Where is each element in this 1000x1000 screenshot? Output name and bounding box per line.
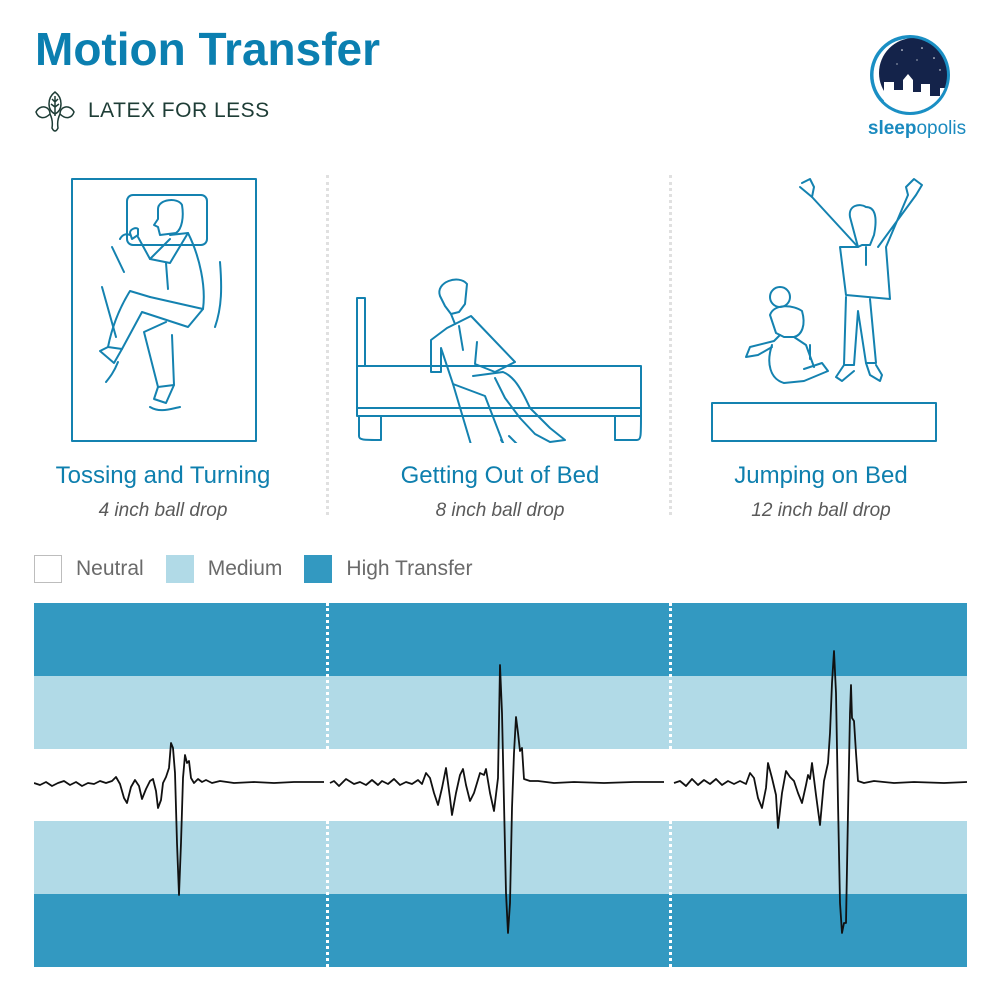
leaf-icon (35, 91, 75, 132)
motion-waveforms (34, 650, 967, 934)
moon-city-icon (870, 35, 950, 115)
scene-subtitle: 4 inch ball drop (98, 500, 228, 521)
scene-title: Jumping on Bed (734, 462, 908, 489)
chart-legend: Neutral Medium High Transfer (34, 555, 494, 583)
band-high-bottom (34, 894, 967, 967)
column-divider (669, 175, 672, 515)
brand-logo: LATEX FOR LESS (32, 88, 270, 134)
sleepopolis-wordmark: sleepopolis (867, 118, 967, 139)
chart-divider (669, 603, 672, 749)
scene-title: Getting Out of Bed (400, 462, 600, 489)
waveform-jumping (673, 650, 967, 934)
legend-swatch-medium (165, 555, 194, 583)
scene-subtitle: 12 inch ball drop (751, 500, 891, 521)
chart-divider (669, 821, 672, 967)
person-sitting-on-bed-edge-icon (356, 278, 642, 443)
legend-label: High Transfer (346, 557, 473, 580)
scene-subtitle: 8 inch ball drop (435, 500, 565, 521)
band-medium-bottom (34, 821, 967, 894)
legend-swatch-high (304, 555, 333, 583)
motion-transfer-chart (34, 603, 967, 967)
brand-name: LATEX FOR LESS (88, 99, 270, 122)
waveform-getting-out (329, 664, 664, 934)
waveform-tossing (34, 742, 324, 896)
chart-divider (326, 821, 329, 967)
column-divider (326, 175, 329, 515)
legend-label: Medium (207, 557, 283, 580)
sleepopolis-logo: sleepopolis (862, 30, 972, 145)
scene-title: Tossing and Turning (55, 462, 271, 489)
legend-swatch-neutral (34, 555, 62, 583)
band-high-top (34, 603, 967, 676)
adult-and-child-jumping-icon (711, 178, 937, 442)
page-title: Motion Transfer (35, 23, 381, 75)
chart-divider (326, 603, 329, 749)
legend-label: Neutral (76, 557, 144, 580)
person-tossing-in-bed-icon (71, 178, 257, 442)
